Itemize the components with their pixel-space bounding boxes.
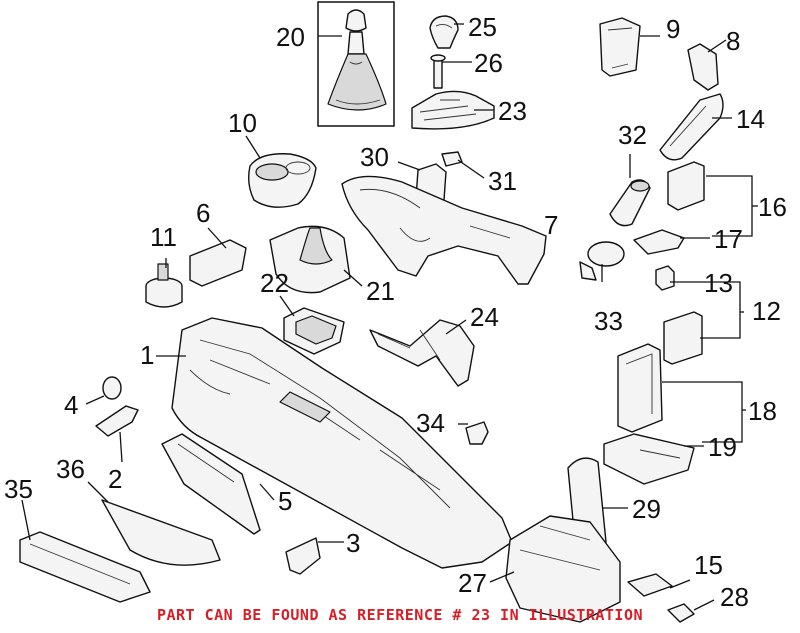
- ref-5: 5: [278, 486, 292, 516]
- part-12-panel: [663, 311, 703, 365]
- part-15-pad: [627, 573, 673, 597]
- footer-note: PART CAN BE FOUND AS REFERENCE # 23 IN I…: [156, 606, 644, 624]
- part-20-frame: [317, 1, 395, 127]
- part-1-center-console: [171, 317, 513, 569]
- ref-32: 32: [618, 120, 647, 150]
- part-16-switch-panel: [667, 161, 705, 211]
- ref-26: 26: [474, 48, 503, 78]
- part-14-trim: [659, 93, 724, 161]
- ref-27: 27: [458, 568, 487, 598]
- part-19-tray: [603, 433, 695, 485]
- part-6-cover: [189, 239, 247, 287]
- ref-36: 36: [56, 454, 85, 484]
- ref-17: 17: [714, 224, 743, 254]
- ref-34: 34: [416, 408, 445, 438]
- ref-20: 20: [276, 22, 305, 52]
- ref-35: 35: [4, 474, 33, 504]
- part-20-shift-boot: [327, 9, 387, 111]
- ref-13: 13: [704, 268, 733, 298]
- part-36-trim-strip: [101, 499, 221, 566]
- part-33-socket: [579, 241, 625, 281]
- part-17-bezel: [633, 229, 685, 255]
- part-34-fastener: [465, 421, 489, 445]
- ref-2: 2: [108, 464, 122, 494]
- ref-7: 7: [544, 210, 558, 240]
- ref-25: 25: [468, 12, 497, 42]
- leader-lines: [21, 23, 758, 611]
- part-28-clip: [667, 603, 695, 623]
- ref-28: 28: [720, 582, 749, 612]
- ref-14: 14: [736, 104, 765, 134]
- ref-12: 12: [752, 296, 781, 326]
- ref-6: 6: [196, 198, 210, 228]
- ref-23: 23: [498, 96, 527, 126]
- ref-22: 22: [260, 268, 289, 298]
- part-26-shift-pin: [430, 54, 446, 89]
- ref-4: 4: [64, 390, 78, 420]
- part-4-clip: [102, 376, 122, 400]
- ref-10: 10: [228, 108, 257, 138]
- part-9-trim: [599, 17, 641, 77]
- ref-29: 29: [632, 494, 661, 524]
- ref-9: 9: [666, 14, 680, 44]
- part-22-trim-ring: [283, 307, 345, 355]
- part-2-bracket: [95, 405, 139, 437]
- part-13-switch: [655, 265, 675, 291]
- ref-11: 11: [150, 222, 177, 252]
- ref-15: 15: [694, 550, 723, 580]
- reference-labels: 20 25 26 23 9 8 14 10 30 31 32 16 17 7 6…: [4, 12, 787, 612]
- ref-3: 3: [346, 528, 360, 558]
- ref-31: 31: [488, 166, 517, 196]
- ref-8: 8: [726, 26, 740, 56]
- ref-18: 18: [748, 396, 777, 426]
- ref-1: 1: [140, 340, 154, 370]
- part-8-trim: [687, 43, 719, 91]
- part-11-cup: [145, 263, 183, 308]
- part-3-bracket: [285, 537, 321, 575]
- part-25-shift-knob: [429, 15, 459, 49]
- part-27-housing: [505, 515, 621, 623]
- ref-24: 24: [470, 302, 499, 332]
- ref-33: 33: [594, 306, 623, 336]
- part-21-boot-surround: [269, 225, 351, 294]
- part-24-bracket: [369, 319, 475, 387]
- ref-19: 19: [708, 432, 737, 462]
- part-7-console-upper: [341, 175, 547, 285]
- part-31-connector: [441, 151, 463, 167]
- ref-30: 30: [360, 142, 389, 172]
- ref-21: 21: [366, 276, 395, 306]
- ref-16: 16: [758, 192, 787, 222]
- part-18-panel: [617, 343, 663, 433]
- part-35-rail: [19, 531, 151, 603]
- part-5-side-panel: [161, 433, 261, 535]
- part-10-cup-holder: [247, 153, 317, 208]
- part-23-shifter-panel: [411, 90, 495, 130]
- part-32-lighter: [609, 179, 651, 227]
